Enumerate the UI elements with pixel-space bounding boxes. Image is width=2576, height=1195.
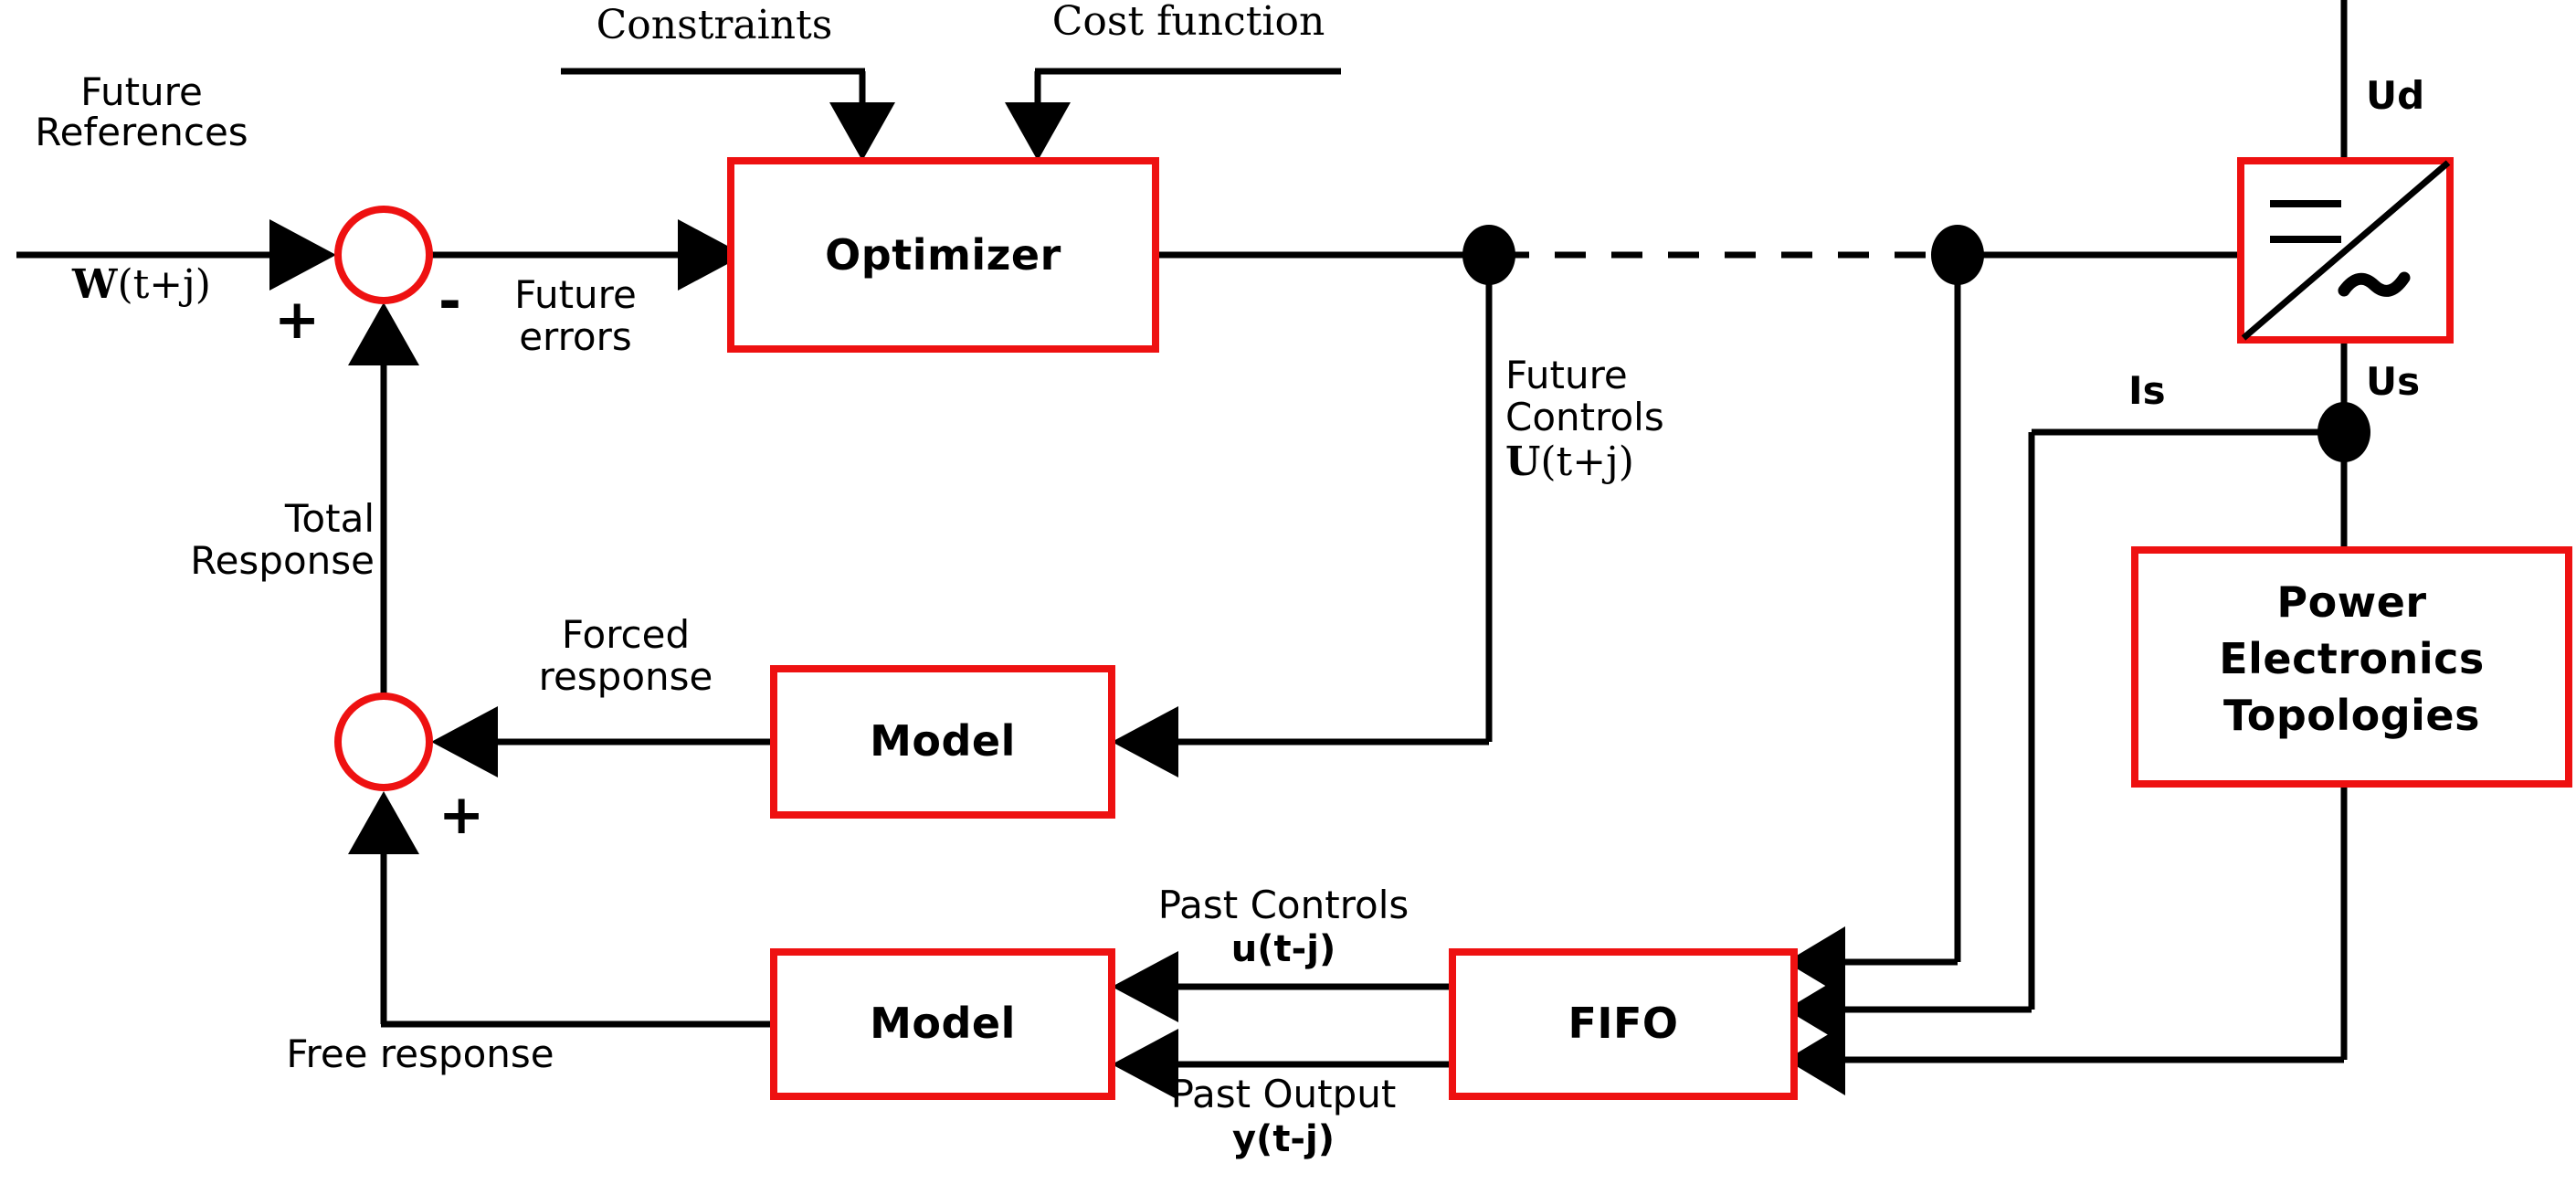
summing-junction-response[interactable] bbox=[334, 693, 433, 791]
label-forced-response-line2: response bbox=[538, 654, 713, 699]
block-model-forced-label: Model bbox=[870, 716, 1016, 766]
symbol-u-small-rest: (t-j) bbox=[1257, 928, 1336, 970]
junction-dot-controls-right bbox=[1931, 225, 1984, 285]
symbol-u-rest: (t+j) bbox=[1540, 439, 1634, 485]
label-ac-voltage: Us bbox=[2366, 359, 2421, 404]
ac-symbol-icon bbox=[2338, 271, 2411, 297]
summing-junction-error[interactable] bbox=[334, 206, 433, 304]
block-power-electronics-label: Power Electronics Topologies bbox=[2219, 577, 2485, 741]
arrowhead-total-response bbox=[348, 302, 419, 365]
label-future-references-symbol: W(t+j) bbox=[0, 263, 283, 307]
block-power-electronics[interactable] bbox=[2131, 546, 2572, 788]
block-model-free-label: Model bbox=[870, 999, 1016, 1048]
symbol-y-bold: y bbox=[1231, 1118, 1257, 1160]
arrowhead-past-output bbox=[1112, 1029, 1178, 1100]
junction-dot-future-controls bbox=[1462, 225, 1515, 285]
symbol-w-rest: (t+j) bbox=[117, 261, 211, 308]
sign-minus-error: - bbox=[438, 270, 461, 333]
block-model-free[interactable] bbox=[770, 948, 1115, 1100]
symbol-u-small-bold: u bbox=[1230, 928, 1258, 970]
label-constraints: Constraints bbox=[596, 2, 833, 48]
label-future-controls-line2: Controls bbox=[1505, 395, 1664, 439]
label-future-errors-line2: errors bbox=[519, 314, 632, 359]
arrowhead-future-errors bbox=[678, 219, 744, 291]
block-optimizer[interactable] bbox=[727, 157, 1159, 353]
label-past-output: Past Output bbox=[1170, 1072, 1397, 1116]
label-future-references-line2: References bbox=[35, 110, 248, 154]
symbol-y-rest: (t-j) bbox=[1256, 1118, 1336, 1160]
arrowhead-free-response bbox=[348, 791, 419, 854]
junction-dot-ac-output bbox=[2317, 402, 2370, 462]
label-past-output-symbol: y(t-j) bbox=[1133, 1118, 1434, 1160]
arrowhead-past-controls bbox=[1112, 951, 1178, 1022]
arrowhead-fifo-input-current bbox=[1786, 974, 1845, 1045]
label-forced-response-line1: Forced bbox=[561, 612, 691, 657]
sign-plus-error: + bbox=[274, 288, 321, 352]
sign-plus-response: + bbox=[438, 783, 485, 847]
symbol-u-bold: U bbox=[1505, 439, 1541, 485]
arrowhead-cost-function bbox=[1005, 102, 1071, 161]
label-cost-function: Cost function bbox=[1051, 0, 1325, 45]
label-future-errors-line1: Future bbox=[514, 272, 637, 317]
inverter-diagonal-icon bbox=[2241, 160, 2451, 341]
label-future-controls-symbol: U(t+j) bbox=[1505, 440, 1734, 484]
label-future-references-line1: Future bbox=[80, 69, 203, 114]
arrowhead-fifo-input-controls bbox=[1786, 926, 1845, 998]
symbol-w-bold: W bbox=[72, 261, 118, 308]
block-optimizer-label: Optimizer bbox=[825, 230, 1061, 280]
label-total-response-line2: Response bbox=[190, 538, 375, 583]
label-free-response: Free response bbox=[286, 1031, 554, 1076]
arrowhead-constraints bbox=[829, 102, 895, 161]
label-past-controls-symbol: u(t-j) bbox=[1133, 928, 1434, 970]
arrowhead-forced-response bbox=[431, 706, 498, 777]
block-fifo[interactable] bbox=[1449, 948, 1798, 1100]
label-dc-voltage: Ud bbox=[2366, 73, 2425, 118]
label-future-controls-line1: Future bbox=[1505, 353, 1628, 397]
arrowhead-fifo-input-output bbox=[1786, 1024, 1845, 1095]
label-total-response-line1: Total bbox=[284, 496, 375, 541]
block-model-forced[interactable] bbox=[770, 665, 1115, 819]
label-past-controls: Past Controls bbox=[1157, 883, 1409, 927]
arrowhead-future-references bbox=[269, 219, 336, 291]
arrowhead-model-forced-input bbox=[1112, 706, 1178, 777]
block-fifo-label: FIFO bbox=[1568, 999, 1679, 1048]
label-current: Is bbox=[2128, 368, 2166, 413]
